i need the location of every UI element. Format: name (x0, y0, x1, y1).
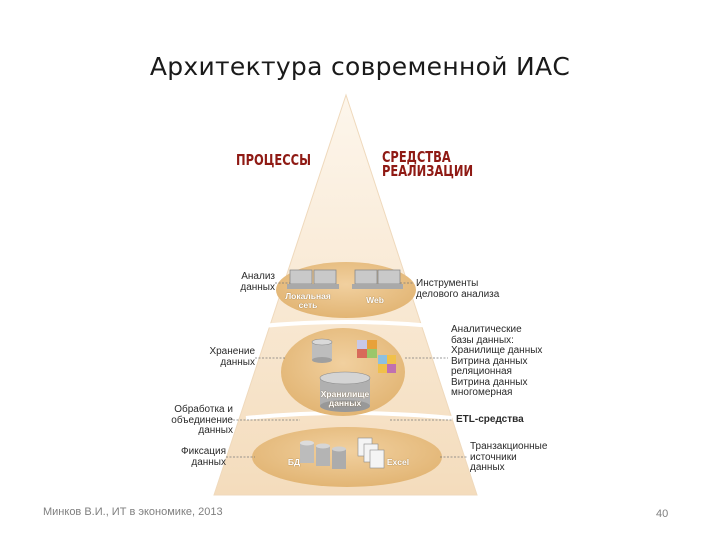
database-icon (312, 339, 332, 363)
processes-header: ПРОЦЕССЫ (236, 153, 311, 168)
inner-label-web: Web (360, 296, 390, 305)
cube-icon (378, 355, 396, 373)
tools-header-line2: РЕАЛИЗАЦИИ (382, 164, 473, 179)
sources-ellipse (252, 427, 442, 487)
cube-icon (357, 340, 377, 358)
inner-label-excel: Excel (383, 458, 413, 467)
footer-author: Минков В.И., ИТ в экономике, 2013 (43, 505, 223, 520)
label-etl: ETL-средства (456, 415, 524, 426)
page-number: 40 (656, 508, 668, 520)
inner-label-db: БД (284, 458, 304, 467)
